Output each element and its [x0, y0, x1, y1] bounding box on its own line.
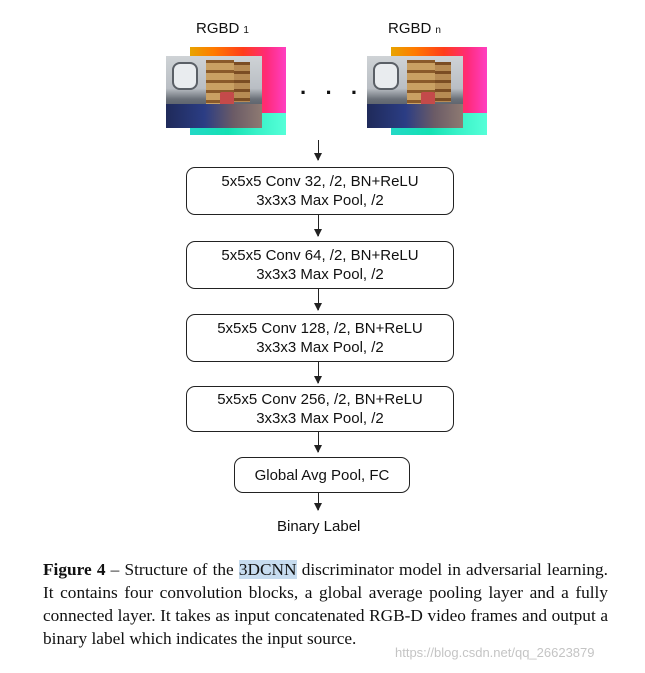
arrow-block2-to-block3: [314, 289, 322, 311]
rgb-image: [166, 56, 262, 128]
arrow-block3-to-block4: [314, 362, 322, 384]
figure-number: Figure 4: [43, 560, 106, 579]
input-label-last-index: n: [435, 25, 441, 36]
conv-block-1: 5x5x5 Conv 32, /2, BN+ReLU 3x3x3 Max Poo…: [186, 167, 454, 215]
watermark: https://blog.csdn.net/qq_26623879: [395, 645, 595, 660]
conv-block-4-line2: 3x3x3 Max Pool, /2: [256, 410, 384, 427]
conv-block-3-line1: 5x5x5 Conv 128, /2, BN+ReLU: [217, 320, 423, 337]
conv-block-1-line1: 5x5x5 Conv 32, /2, BN+ReLU: [221, 173, 419, 190]
conv-block-4-line1: 5x5x5 Conv 256, /2, BN+ReLU: [217, 391, 423, 408]
input-label-first-text: RGBD: [196, 20, 240, 37]
conv-block-2-line2: 3x3x3 Max Pool, /2: [256, 266, 384, 283]
caption-highlight: 3DCNN: [238, 560, 297, 579]
arrow-input-to-block1: [314, 140, 322, 161]
arrow-block1-to-block2: [314, 215, 322, 237]
arrow-pool-to-output: [314, 493, 322, 511]
rgbd-frame-first: [166, 47, 286, 135]
conv-block-1-line2: 3x3x3 Max Pool, /2: [256, 192, 384, 209]
rgb-image: [367, 56, 463, 128]
conv-block-3: 5x5x5 Conv 128, /2, BN+ReLU 3x3x3 Max Po…: [186, 314, 454, 362]
caption-body: discriminator model in adversarial learn…: [43, 560, 608, 648]
frames-ellipsis: · · ·: [300, 80, 365, 105]
conv-block-2-line1: 5x5x5 Conv 64, /2, BN+ReLU: [221, 247, 419, 264]
conv-block-4: 5x5x5 Conv 256, /2, BN+ReLU 3x3x3 Max Po…: [186, 386, 454, 432]
pool-fc-block: Global Avg Pool, FC: [234, 457, 410, 493]
conv-block-3-line2: 3x3x3 Max Pool, /2: [256, 339, 384, 356]
caption-intro: – Structure of the: [105, 560, 239, 579]
output-label: Binary Label: [277, 518, 361, 535]
figure-caption: Figure 4 – Structure of the 3DCNN discri…: [43, 558, 608, 650]
conv-block-2: 5x5x5 Conv 64, /2, BN+ReLU 3x3x3 Max Poo…: [186, 241, 454, 289]
input-label-last-text: RGBD: [388, 20, 432, 37]
arrow-block4-to-pool: [314, 432, 322, 453]
rgbd-frame-last: [367, 47, 487, 135]
pool-fc-block-label: Global Avg Pool, FC: [254, 466, 390, 484]
input-label-first-index: 1: [243, 25, 249, 36]
